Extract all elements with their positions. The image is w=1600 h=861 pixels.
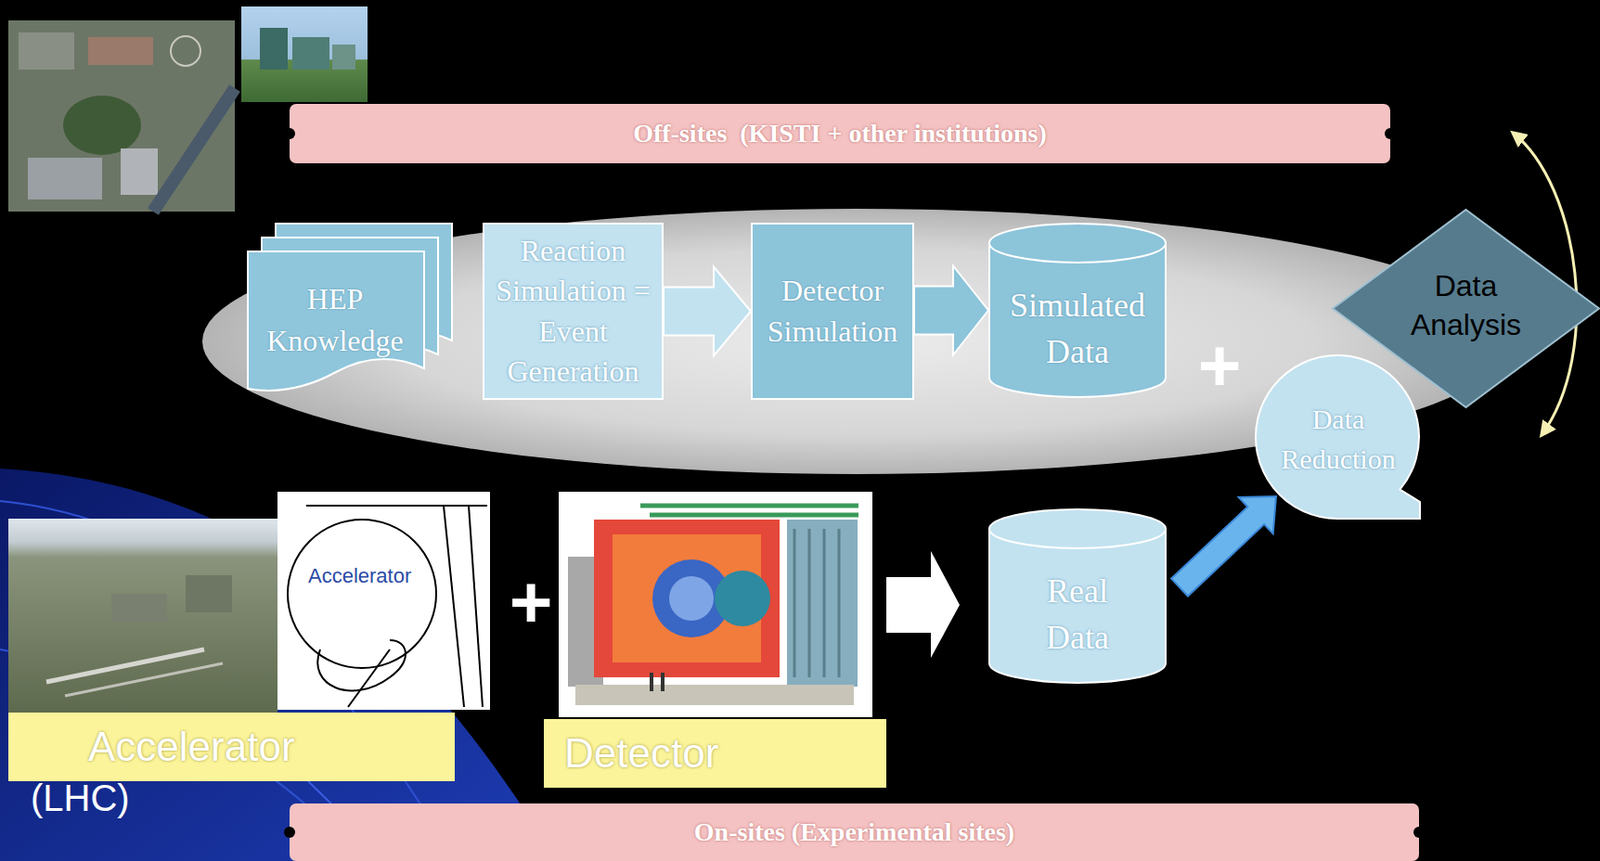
banner-fill — [289, 803, 1420, 861]
process-box: Reaction Simulation = Event Generation — [482, 222, 664, 400]
text-area: Reaction Simulation = Event Generation — [488, 226, 659, 397]
box-fill — [483, 223, 663, 400]
building-photo — [241, 6, 368, 103]
node-text: On-sites (Experimental sites) — [694, 816, 1015, 849]
text-area: On-sites (Experimental sites) — [289, 803, 1420, 861]
node-text: Data Reduction — [1268, 399, 1408, 480]
banner-notch — [283, 826, 296, 839]
text-area: Real Data — [1021, 549, 1134, 680]
site-note: (LHC) — [30, 777, 130, 819]
box-fill — [751, 223, 914, 400]
process-box: Detector Simulation — [750, 222, 915, 400]
box-fill — [543, 719, 887, 788]
text-area: Off-sites (KISTI + other institutions) — [289, 103, 1391, 164]
site-banner: On-sites (Experimental sites) — [289, 803, 1420, 861]
cylinder-body — [989, 529, 1166, 684]
accelerator-schematic — [277, 491, 491, 710]
box-fill — [8, 712, 455, 782]
plus-sign: + — [509, 561, 554, 644]
node-text: HEP Knowledge — [252, 278, 418, 362]
schematic-label: Accelerator — [306, 565, 413, 588]
banner-notch — [1413, 826, 1425, 839]
plus-sign: + — [1198, 324, 1242, 407]
node-outline — [750, 222, 915, 400]
sheet — [247, 251, 425, 391]
text-area: Detector — [564, 719, 880, 788]
banner-fill — [289, 103, 1391, 164]
node-text: Detector — [564, 729, 719, 779]
tape-storage: Data Reduction — [1255, 355, 1421, 521]
node-text: Real Data — [1021, 567, 1134, 662]
text-area: Data Analysis — [1382, 232, 1549, 381]
document-stack: HEP Knowledge — [246, 222, 454, 391]
banner-notch — [1384, 128, 1396, 140]
node-text: Off-sites (KISTI + other institutions) — [632, 117, 1047, 150]
cylinder-top — [989, 223, 1166, 263]
node-text: Reaction Simulation = Event Generation — [488, 231, 659, 392]
text-area: HEP Knowledge — [252, 259, 418, 381]
data-store: Real Data — [988, 508, 1167, 684]
node-text: Data Analysis — [1382, 267, 1549, 345]
data-flow-arrow — [886, 551, 960, 659]
block-arrow — [663, 267, 751, 357]
accelerator-photo — [8, 518, 278, 713]
text-area: Data Reduction — [1268, 383, 1408, 495]
cylinder-body — [989, 243, 1166, 398]
node-text: Accelerator — [88, 722, 296, 773]
data-store: Simulated Data — [988, 222, 1167, 399]
banner-notch — [283, 128, 296, 140]
cylinder-top — [989, 509, 1166, 549]
block-arrow — [1171, 496, 1277, 596]
blue-corner-decoration — [0, 468, 557, 861]
node-outline — [1255, 355, 1421, 521]
tape-fill — [1255, 355, 1420, 519]
text-area: Accelerator — [88, 712, 451, 782]
node-text: Simulated Data — [995, 282, 1160, 376]
caption-box: Detector — [543, 719, 887, 788]
block-arrow — [914, 266, 989, 356]
satellite-photo — [8, 20, 235, 212]
text-area: Detector Simulation — [754, 226, 911, 397]
site-banner: Off-sites (KISTI + other institutions) — [289, 103, 1391, 164]
node-text: Detector Simulation — [754, 270, 911, 351]
detector-illustration — [558, 491, 873, 718]
caption-box: Accelerator — [8, 712, 455, 782]
text-area: Simulated Data — [995, 263, 1160, 394]
